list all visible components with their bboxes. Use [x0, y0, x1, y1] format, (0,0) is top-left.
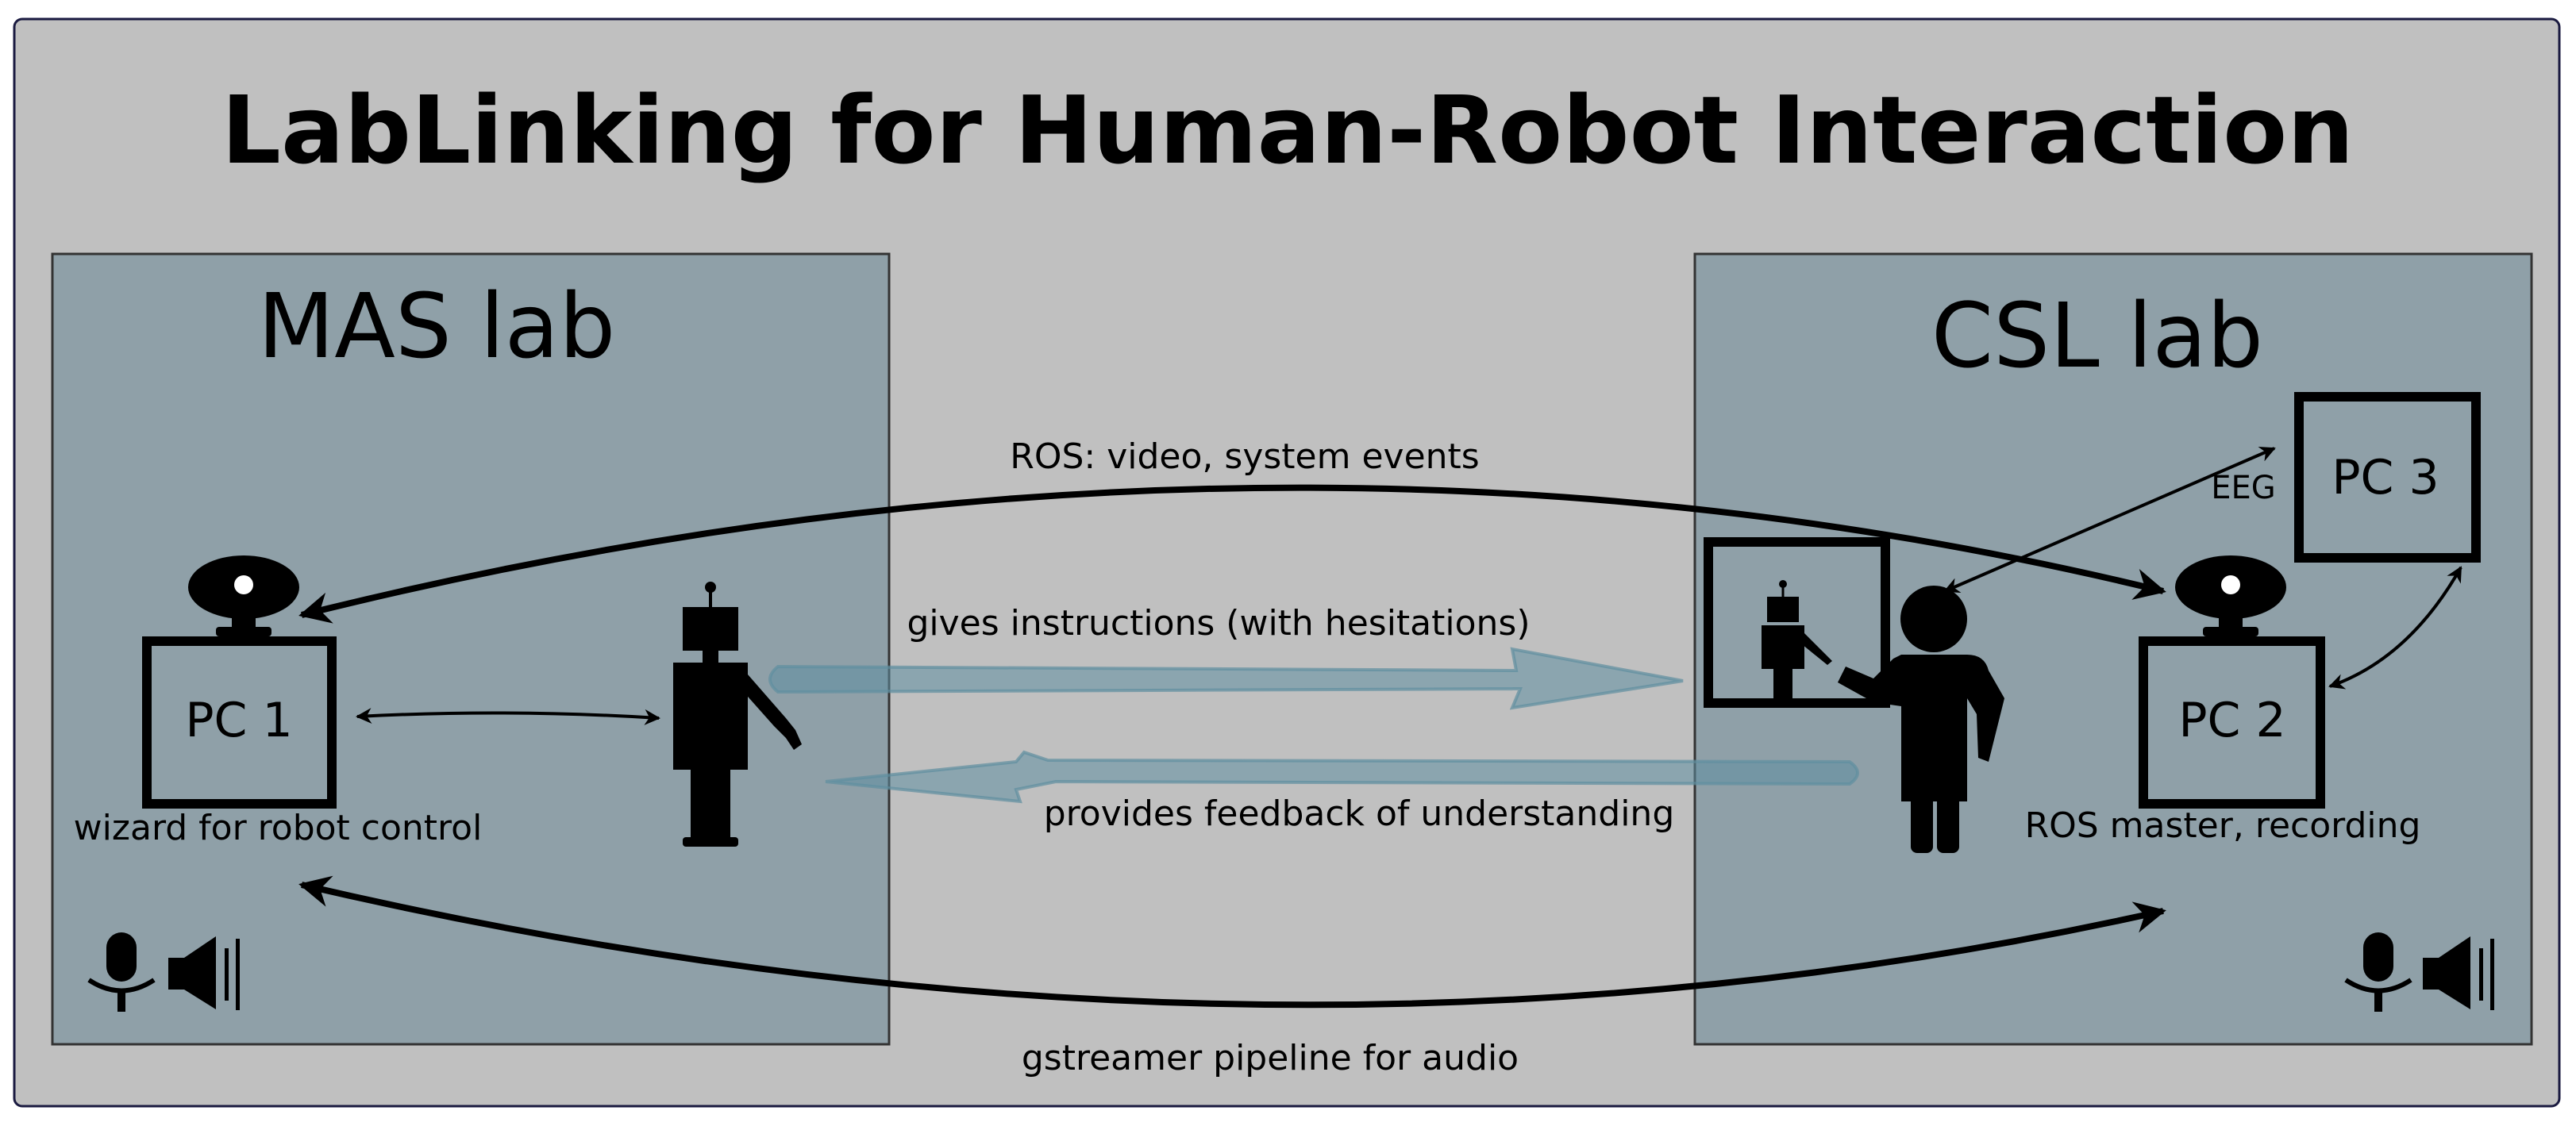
speaker-icon: [168, 936, 240, 1010]
robot-icon: [1762, 580, 1832, 701]
microphone-icon: [87, 932, 156, 1012]
pc1-robot-link: [356, 708, 660, 725]
audio-link-label: gstreamer pipeline for audio: [1022, 1038, 1519, 1078]
pc1-label: PC 1: [185, 693, 292, 748]
pc3-box: [2294, 392, 2481, 563]
webcam-icon: [2175, 555, 2286, 636]
speaker-icon: [2423, 936, 2494, 1010]
pc2-label: PC 2: [2178, 693, 2285, 748]
pc2-pc3-link: [2328, 566, 2462, 690]
pc2-box: [2139, 636, 2325, 809]
eeg-label: EEG: [2211, 470, 2276, 506]
monitor-with-robot: [1704, 537, 1890, 708]
ros-link-arrow: [298, 484, 2166, 624]
instructions-flow-arrow: [768, 647, 1684, 710]
pc3-label: PC 3: [2331, 450, 2439, 505]
audio-link-arrow: [298, 875, 2166, 1009]
pc1-caption: wizard for robot control: [74, 808, 483, 848]
diagram-title: LabLinking for Human-Robot Interaction: [221, 75, 2354, 185]
pc1-box: [142, 636, 337, 809]
feedback-label: provides feedback of understanding: [1044, 794, 1675, 834]
ros-link-label: ROS: video, system events: [1010, 436, 1479, 477]
webcam-icon: [188, 555, 299, 636]
person-icon: [1838, 586, 2004, 853]
feedback-flow-arrow: [825, 750, 1859, 804]
eeg-link-arrow: [1943, 446, 2276, 594]
csl-lab-title: CSL lab: [1931, 285, 2263, 388]
robot-icon: [673, 582, 802, 847]
microphone-icon: [2344, 932, 2412, 1012]
mas-lab-title: MAS lab: [258, 275, 616, 379]
pc2-caption: ROS master, recording: [2025, 805, 2421, 846]
instructions-label: gives instructions (with hesitations): [907, 603, 1530, 644]
